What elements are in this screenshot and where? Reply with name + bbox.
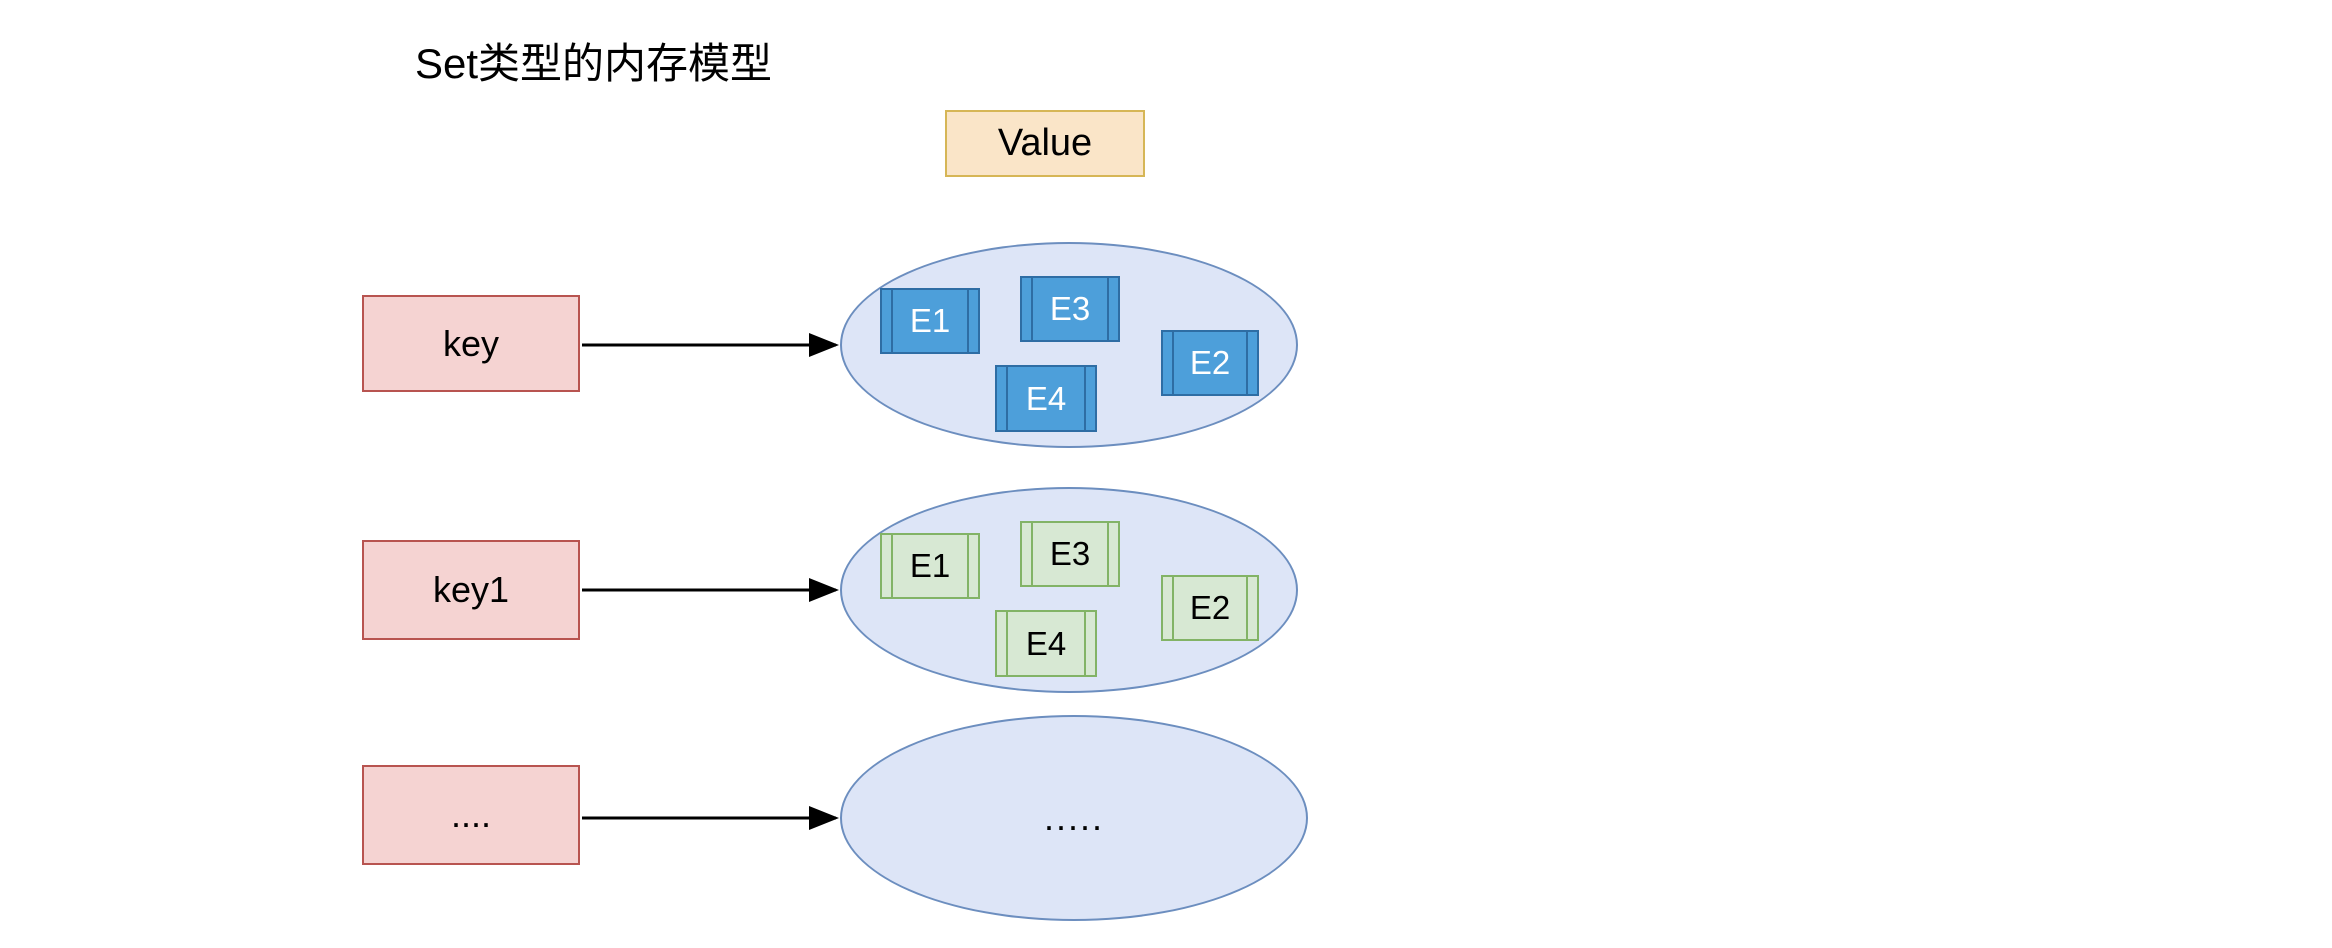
set-element-label: E3 — [1049, 535, 1091, 572]
process-bar-left-icon — [1006, 367, 1008, 430]
set-element-row2-e1: E1 — [880, 533, 980, 599]
process-bar-right-icon — [1107, 523, 1109, 585]
process-bar-right-icon — [1107, 278, 1109, 340]
set-element-label: E1 — [909, 302, 951, 339]
set-element-row2-e4: E4 — [995, 610, 1097, 677]
diagram-title: Set类型的内存模型 — [415, 40, 773, 87]
set-element-row1-e3: E3 — [1020, 276, 1120, 342]
process-bar-right-icon — [967, 535, 969, 597]
key-box-row-3: .... — [362, 765, 580, 865]
process-bar-right-icon — [1246, 577, 1248, 639]
process-bar-right-icon — [1084, 612, 1086, 675]
process-bar-left-icon — [1006, 612, 1008, 675]
process-bar-right-icon — [967, 290, 969, 352]
process-bar-left-icon — [1172, 577, 1174, 639]
key-label-row-3: .... — [450, 794, 491, 835]
set-element-row1-e1: E1 — [880, 288, 980, 354]
set-element-row1-e2: E2 — [1161, 330, 1259, 396]
set-element-label: E3 — [1049, 290, 1091, 327]
set-element-row2-e2: E2 — [1161, 575, 1259, 641]
key-box-row-2: key1 — [362, 540, 580, 640]
set-element-row1-e4: E4 — [995, 365, 1097, 432]
set-ellipse-row-3-label: ..... — [1043, 797, 1104, 838]
set-element-label: E4 — [1025, 379, 1067, 417]
process-bar-right-icon — [1246, 332, 1248, 394]
set-element-label: E2 — [1189, 344, 1231, 381]
key-box-row-1: key — [362, 295, 580, 392]
process-bar-left-icon — [1031, 278, 1033, 340]
set-element-row2-e3: E3 — [1020, 521, 1120, 587]
value-header-label: Value — [997, 122, 1093, 164]
set-ellipse-row-3: ..... — [840, 715, 1308, 921]
set-element-label: E2 — [1189, 589, 1231, 626]
key-label-row-1: key — [442, 322, 500, 364]
key-label-row-2: key1 — [432, 569, 510, 610]
process-bar-right-icon — [1084, 367, 1086, 430]
process-bar-left-icon — [891, 290, 893, 352]
process-bar-left-icon — [1172, 332, 1174, 394]
set-element-label: E4 — [1025, 624, 1067, 662]
value-header-box: Value — [945, 110, 1145, 177]
process-bar-left-icon — [891, 535, 893, 597]
process-bar-left-icon — [1031, 523, 1033, 585]
set-element-label: E1 — [909, 547, 951, 584]
